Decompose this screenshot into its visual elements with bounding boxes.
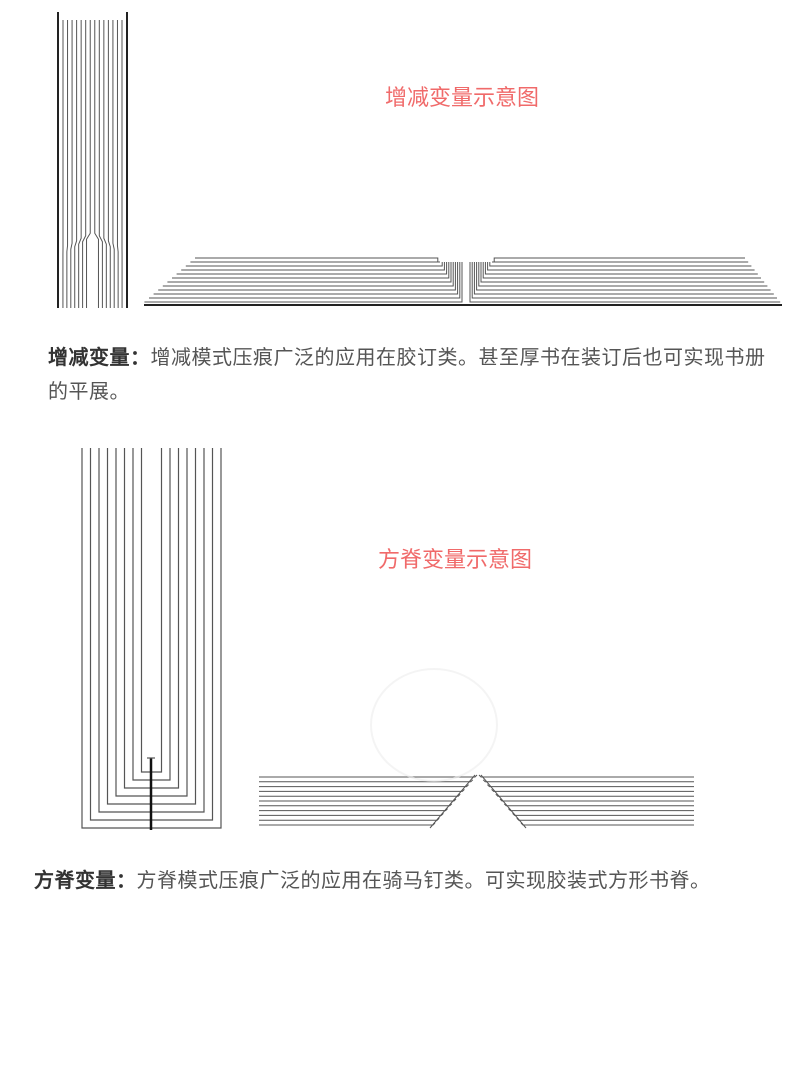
horizontal-line-right — [482, 262, 761, 279]
diagram1-title: 增减变量示意图 — [385, 86, 539, 111]
horizontal-peak-line-left — [259, 817, 440, 821]
horizontal-line-left — [167, 262, 452, 283]
horizontal-stack-graphic — [144, 257, 782, 306]
vertical-line — [98, 20, 103, 308]
diagram1-caption-term: 增减变量： — [48, 345, 151, 369]
horizontal-peak-line-right — [520, 822, 694, 826]
horizontal-line-right — [476, 262, 771, 291]
horizontal-peak-line-right — [499, 798, 694, 802]
vertical-line — [66, 20, 69, 308]
horizontal-peak-line-left — [259, 798, 457, 802]
nested-u-line — [115, 448, 188, 797]
diagram2-caption: 方脊变量：方脊模式压痕广泛的应用在骑马钉类。可实现胶装式方形书脊。 — [34, 863, 754, 897]
horizontal-peak-line-left — [259, 793, 461, 797]
horizontal-peak-line-right — [508, 808, 694, 812]
nested-u-line — [106, 448, 197, 805]
horizontal-peak-line-left — [259, 808, 448, 812]
horizontal-line-right — [493, 257, 745, 262]
vertical-line — [82, 20, 87, 308]
horizontal-line-left — [162, 262, 454, 287]
diagram2-caption-text: 方脊模式压痕广泛的应用在骑马钉类。可实现胶装式方形书脊。 — [136, 868, 711, 892]
increase-decrease-diagram: 增减变量示意图 — [0, 0, 790, 330]
horizontal-line-left — [176, 262, 448, 275]
square-spine-svg: 方脊变量示意图 — [81, 448, 694, 830]
horizontal-line-left — [149, 262, 461, 299]
horizontal-line-right — [489, 262, 752, 267]
horizontal-line-right — [473, 262, 774, 295]
diagram2-title: 方脊变量示意图 — [378, 548, 532, 573]
horizontal-line-left — [195, 257, 439, 262]
horizontal-peak-line-right — [495, 793, 694, 797]
horizontal-line-right — [478, 262, 768, 287]
horizontal-peak-line-right — [491, 789, 694, 792]
horizontal-peak-line-left — [259, 789, 465, 792]
horizontal-peak-line-right — [482, 779, 694, 783]
watermark-seal — [370, 668, 498, 782]
horizontal-peak-line-left — [259, 779, 474, 783]
vertical-stack-graphic — [57, 12, 128, 308]
peak-left-edge — [429, 774, 476, 829]
vertical-line — [116, 20, 119, 308]
horizontal-line-left — [185, 262, 443, 267]
horizontal-peak-line-right — [516, 817, 694, 821]
diagram1-caption: 增减变量：增减模式压痕广泛的应用在胶订类。甚至厚书在装订后也可实现书册的平展。 — [48, 340, 768, 408]
peak-right-edge — [480, 774, 527, 829]
nested-u-graphic — [81, 448, 222, 830]
horizontal-line-left — [144, 262, 463, 303]
horizontal-line-right — [471, 262, 777, 299]
horizontal-peak-line-right — [503, 803, 694, 807]
vertical-line — [112, 20, 115, 308]
vertical-line — [86, 20, 91, 308]
vertical-line — [94, 20, 99, 308]
square-spine-diagram: 方脊变量示意图 — [0, 430, 790, 850]
nested-u-line — [132, 448, 171, 781]
horizontal-peak-graphic — [259, 774, 694, 829]
horizontal-peak-line-left — [259, 822, 436, 826]
vertical-line — [74, 20, 78, 308]
horizontal-line-left — [181, 262, 445, 271]
horizontal-peak-line-right — [512, 813, 694, 816]
increase-decrease-svg: 增减变量示意图 — [57, 12, 782, 308]
horizontal-line-left — [153, 262, 459, 295]
nested-u-line — [140, 448, 163, 773]
diagram1-caption-text: 增减模式压痕广泛的应用在胶订类。甚至厚书在装订后也可实现书册的平展。 — [48, 345, 766, 403]
horizontal-line-right — [469, 262, 781, 303]
horizontal-peak-line-right — [487, 784, 694, 788]
horizontal-peak-line-left — [259, 784, 469, 788]
horizontal-peak-line-left — [259, 813, 444, 816]
horizontal-line-right — [484, 262, 758, 275]
horizontal-line-right — [480, 262, 765, 283]
vertical-line — [103, 20, 107, 308]
horizontal-line-left — [172, 262, 450, 279]
vertical-line — [70, 20, 73, 308]
horizontal-peak-line-left — [259, 803, 453, 807]
horizontal-peak-line-right — [478, 774, 694, 778]
vertical-line — [78, 20, 82, 308]
horizontal-line-left — [158, 262, 456, 291]
vertical-line — [107, 20, 111, 308]
horizontal-peak-line-left — [259, 774, 478, 778]
horizontal-line-right — [487, 262, 755, 271]
diagram2-caption-term: 方脊变量： — [34, 868, 137, 892]
